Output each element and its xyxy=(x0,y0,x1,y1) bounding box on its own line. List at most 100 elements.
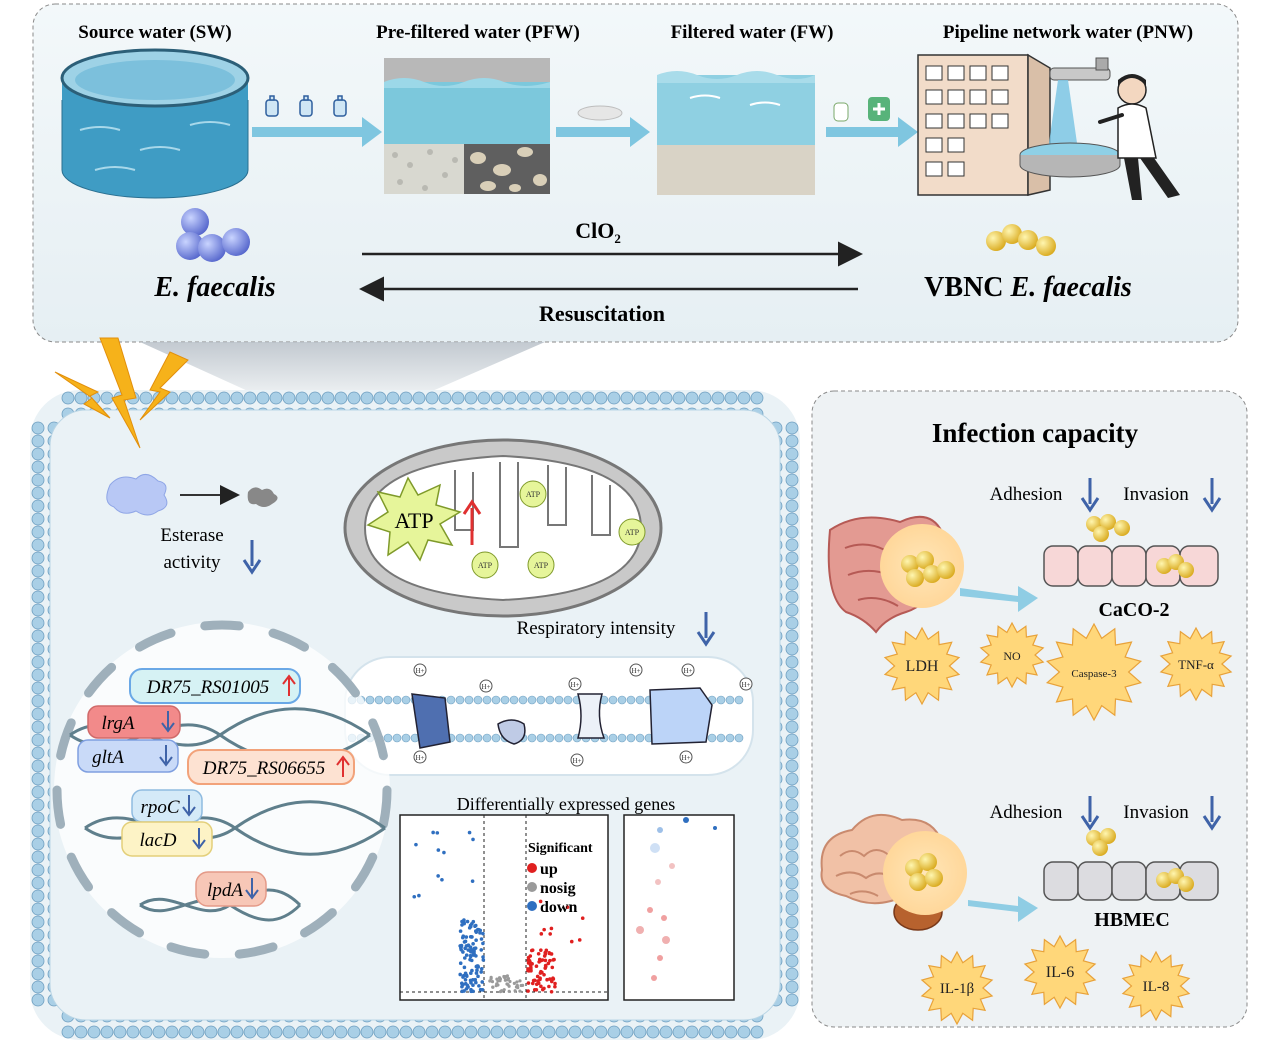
volcano-point-up xyxy=(543,964,548,969)
volcano-point-down xyxy=(464,944,469,948)
volcano-point-nosig xyxy=(498,990,503,994)
source-water-tank xyxy=(60,48,250,199)
volcano-point-down xyxy=(466,948,471,952)
volcano-point-up xyxy=(545,977,549,982)
vbnc-e-faecalis-cluster xyxy=(986,224,1056,256)
caco2-label: CaCO-2 xyxy=(1098,599,1169,621)
svg-text:H+: H+ xyxy=(631,667,640,675)
svg-text:H+: H+ xyxy=(415,667,424,675)
volcano-point-down xyxy=(473,924,477,929)
volcano-point-up xyxy=(535,974,540,979)
legend-down-label: down xyxy=(540,899,577,916)
volcano-point-down xyxy=(479,967,484,971)
volcano-point-up xyxy=(565,905,570,909)
magnifier-brain xyxy=(883,831,967,915)
volcano-point-nosig xyxy=(503,978,507,982)
esterase-product-icon xyxy=(247,487,278,507)
legend-up-label: up xyxy=(540,861,558,878)
svg-text:H+: H+ xyxy=(683,667,692,675)
volcano-point-nosig xyxy=(518,979,522,983)
volcano-point-up xyxy=(526,981,531,985)
volcano-point-down xyxy=(473,977,478,982)
gene-dr75-rs06655: DR75_RS06655 xyxy=(187,749,355,785)
proton-icon: H+ xyxy=(479,679,493,693)
bubble-points xyxy=(636,817,717,981)
proton-icon: H+ xyxy=(679,750,693,764)
bubble-point xyxy=(683,817,689,823)
proton-icon: H+ xyxy=(570,753,584,767)
infection-title: Infection capacity xyxy=(932,418,1139,448)
volcano-point-down xyxy=(440,878,444,882)
volcano-point-nosig xyxy=(495,977,499,981)
invasion-down-arrow-2 xyxy=(1202,796,1222,831)
lightning-icon xyxy=(54,337,189,449)
volcano-point-nosig xyxy=(506,977,511,981)
bubble-point xyxy=(661,915,667,921)
vbnc-on-caco2 xyxy=(1086,514,1194,578)
volcano-point-down xyxy=(460,989,464,994)
volcano-point-nosig xyxy=(495,982,499,986)
volcano-point-nosig xyxy=(508,979,512,984)
e-faecalis-cluster xyxy=(176,208,250,262)
volcano-point-nosig xyxy=(515,983,519,988)
bubble-point xyxy=(662,936,670,944)
cytokine-marker: LDH xyxy=(883,626,961,706)
svg-text:IL-8: IL-8 xyxy=(1143,979,1170,995)
atp-small-2: ATP xyxy=(478,561,493,570)
volcano-point-up xyxy=(542,954,547,958)
proton-icon: H+ xyxy=(413,750,427,764)
proton-icon: H+ xyxy=(413,663,427,677)
volcano-point-up xyxy=(530,981,535,986)
resuscitation-label: Resuscitation xyxy=(539,301,665,326)
volcano-point-nosig xyxy=(512,981,516,985)
adhesion-down-arrow-2 xyxy=(1080,796,1100,831)
respiratory-intensity-label: Respiratory intensity xyxy=(517,618,676,639)
volcano-point-up xyxy=(577,938,582,942)
atp-burst-large: ATP xyxy=(366,476,462,562)
bubble-point xyxy=(650,843,660,853)
legend-nosig-dot xyxy=(527,882,537,892)
volcano-point-nosig xyxy=(491,985,495,989)
volcano-point-nosig xyxy=(498,979,502,983)
volcano-point-down xyxy=(465,983,470,988)
hbmec-label: HBMEC xyxy=(1094,909,1170,931)
volcano-point-up xyxy=(580,916,585,921)
cytokine-marker: Caspase-3 xyxy=(1045,622,1143,722)
volcano-point-down xyxy=(470,968,474,973)
volcano-point-up xyxy=(549,926,554,931)
volcano-point-up xyxy=(548,977,552,981)
spray-bottle-icon xyxy=(833,97,890,122)
volcano-title: Differentially expressed genes xyxy=(457,794,676,814)
volcano-point-nosig xyxy=(507,989,511,994)
volcano-point-up xyxy=(542,927,546,932)
atp-small-1: ATP xyxy=(526,490,541,499)
salt-pile-icon xyxy=(577,105,623,121)
volcano-point-up xyxy=(551,958,556,962)
svg-text:H+: H+ xyxy=(741,681,750,689)
volcano-point-nosig xyxy=(488,979,492,983)
volcano-point-down xyxy=(460,923,464,927)
volcano-point-down xyxy=(414,842,418,847)
volcano-point-nosig xyxy=(521,983,525,987)
volcano-point-down xyxy=(467,830,472,835)
volcano-point-down xyxy=(472,946,477,951)
flow-arrow-3 xyxy=(826,117,918,147)
volcano-point-down xyxy=(475,964,480,968)
svg-text:TNF-α: TNF-α xyxy=(1178,657,1214,672)
invasion-label-1: Invasion xyxy=(1123,484,1189,505)
volcano-point-down xyxy=(474,938,478,943)
svg-text:rpoC: rpoC xyxy=(140,797,179,818)
infection-arrow-2 xyxy=(968,896,1038,922)
svg-text:H+: H+ xyxy=(570,681,579,689)
svg-text:IL-6: IL-6 xyxy=(1046,964,1074,981)
volcano-point-up xyxy=(532,978,537,983)
svg-text:gltA: gltA xyxy=(92,747,124,768)
volcano-point-down xyxy=(479,937,484,941)
volcano-point-up xyxy=(553,984,557,989)
invasion-down-arrow-1 xyxy=(1202,478,1222,513)
volcano-point-down xyxy=(436,848,441,852)
vbnc-on-hbmec xyxy=(1086,828,1194,892)
